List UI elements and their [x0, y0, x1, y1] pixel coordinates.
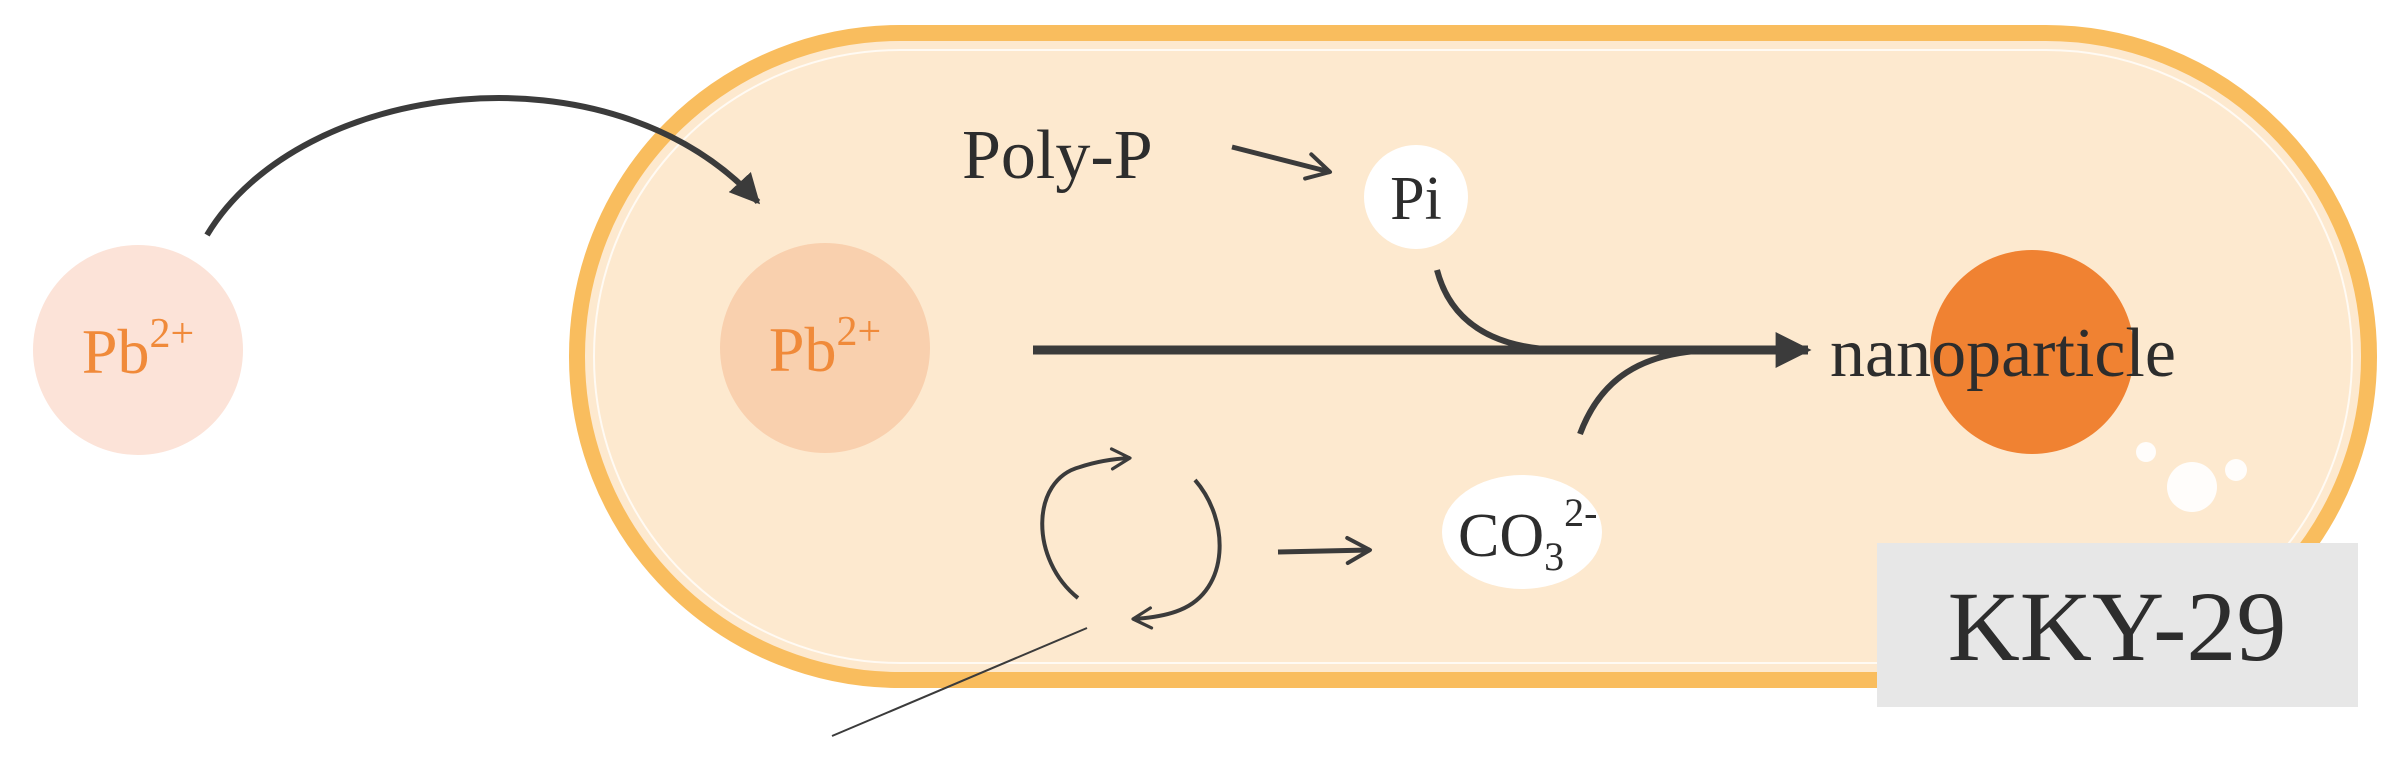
pointer-line — [831, 627, 1088, 737]
decorative-bubble-tiny — [2225, 459, 2247, 481]
cell-membrane — [569, 25, 2377, 688]
decorative-bubble-small — [2136, 442, 2156, 462]
cycle-arrow-left — [1040, 447, 1132, 600]
nanoparticle-label: nanoparticle — [1830, 315, 2176, 392]
poly-p-to-pi-arrow — [1231, 144, 1332, 181]
pi-merge-curve — [1434, 269, 1561, 353]
poly-p-label: Poly-P — [962, 117, 1153, 194]
pb-ion-outside-label: Pb2+ — [82, 311, 194, 387]
pi-bubble — [1364, 145, 1468, 249]
uptake-arrow — [204, 95, 761, 237]
nanoparticle-particle — [1930, 250, 2134, 454]
pb-ion-inside-label: Pb2+ — [769, 309, 881, 385]
pb-ion-inside — [720, 243, 930, 453]
pi-label: Pi — [1390, 165, 1442, 233]
decorative-bubble-large — [2167, 462, 2217, 512]
strain-label: KKY-29 — [1948, 571, 2287, 682]
carbonate-label: CO32- — [1458, 490, 1597, 579]
cell-inner-line — [593, 49, 2353, 664]
carbonate-merge-curve — [1577, 347, 1713, 436]
pb-ion-outside — [33, 245, 243, 455]
carbonate-bubble — [1442, 475, 1602, 589]
cycle-arrow-right — [1131, 478, 1222, 630]
cycle-to-carbonate-arrow — [1277, 535, 1372, 565]
strain-label-box — [1877, 543, 2358, 707]
